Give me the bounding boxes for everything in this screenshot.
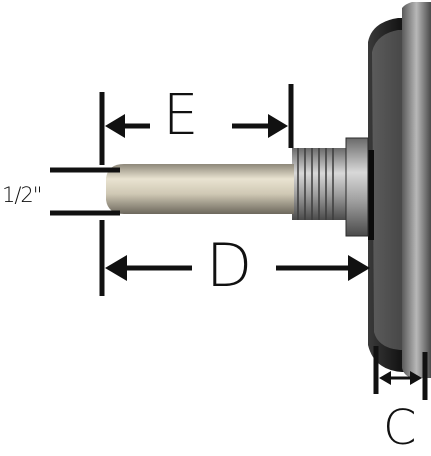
extension-lines [99, 84, 428, 400]
dimension-c-arrows [379, 371, 422, 385]
dimension-e-arrows [105, 114, 288, 138]
dimension-label-d: D [206, 231, 253, 301]
dimension-d-arrows [105, 255, 370, 281]
stem-diameter-marks [50, 167, 120, 216]
stem [106, 164, 294, 214]
stem-diameter-label: 1/2" [2, 183, 42, 207]
dimension-label-e: E [163, 83, 199, 148]
dimension-label-c: C [383, 400, 417, 456]
dial-case [368, 2, 431, 378]
threaded-fitting [292, 137, 369, 237]
